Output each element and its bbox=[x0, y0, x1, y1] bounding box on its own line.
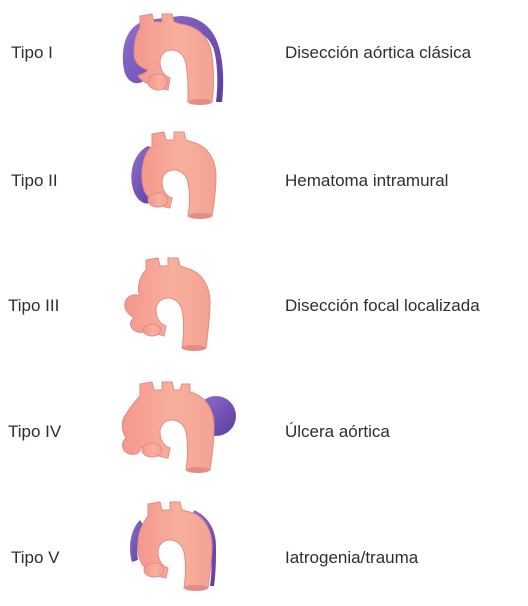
description-label: Disección aórtica clásica bbox=[285, 43, 471, 63]
type-label: Tipo IV bbox=[8, 422, 61, 442]
descending-end bbox=[184, 585, 208, 591]
aorta-type-3-illustration bbox=[116, 252, 226, 362]
type-label: Tipo III bbox=[8, 296, 59, 316]
descending-end bbox=[188, 213, 212, 219]
aorta-type-2-illustration bbox=[122, 124, 232, 234]
description-label: Iatrogenia/trauma bbox=[285, 548, 418, 568]
aortic-root bbox=[143, 324, 161, 336]
descending-end bbox=[188, 99, 212, 105]
row-tipo-5: Tipo V Iatrogenia/trauma bbox=[0, 496, 528, 606]
type-label: Tipo V bbox=[11, 548, 60, 568]
row-tipo-1: Tipo I Disección aórtica clásica bbox=[0, 0, 528, 110]
description-label: Úlcera aórtica bbox=[285, 422, 390, 442]
row-tipo-2: Tipo II Hematoma intramural bbox=[0, 124, 528, 234]
descending-end bbox=[186, 467, 210, 473]
description-label: Disección focal localizada bbox=[285, 296, 480, 316]
aorta-type-5-illustration bbox=[120, 496, 230, 596]
aortic-arch bbox=[122, 382, 214, 470]
aortic-arch bbox=[125, 258, 210, 348]
aorta-type-4-illustration bbox=[112, 372, 242, 482]
aorta-type-1-illustration bbox=[118, 8, 228, 118]
type-label: Tipo II bbox=[11, 171, 58, 191]
description-label: Hematoma intramural bbox=[285, 171, 448, 191]
descending-end bbox=[182, 345, 206, 351]
type-label: Tipo I bbox=[11, 43, 53, 63]
aortic-root bbox=[148, 193, 168, 207]
aortic-root bbox=[144, 563, 164, 577]
row-tipo-4: Tipo IV Úlcera aórtica bbox=[0, 372, 528, 482]
row-tipo-3: Tipo III Disección focal localizada bbox=[0, 248, 528, 358]
aortic-root bbox=[148, 74, 168, 90]
aortic-root bbox=[142, 443, 162, 457]
